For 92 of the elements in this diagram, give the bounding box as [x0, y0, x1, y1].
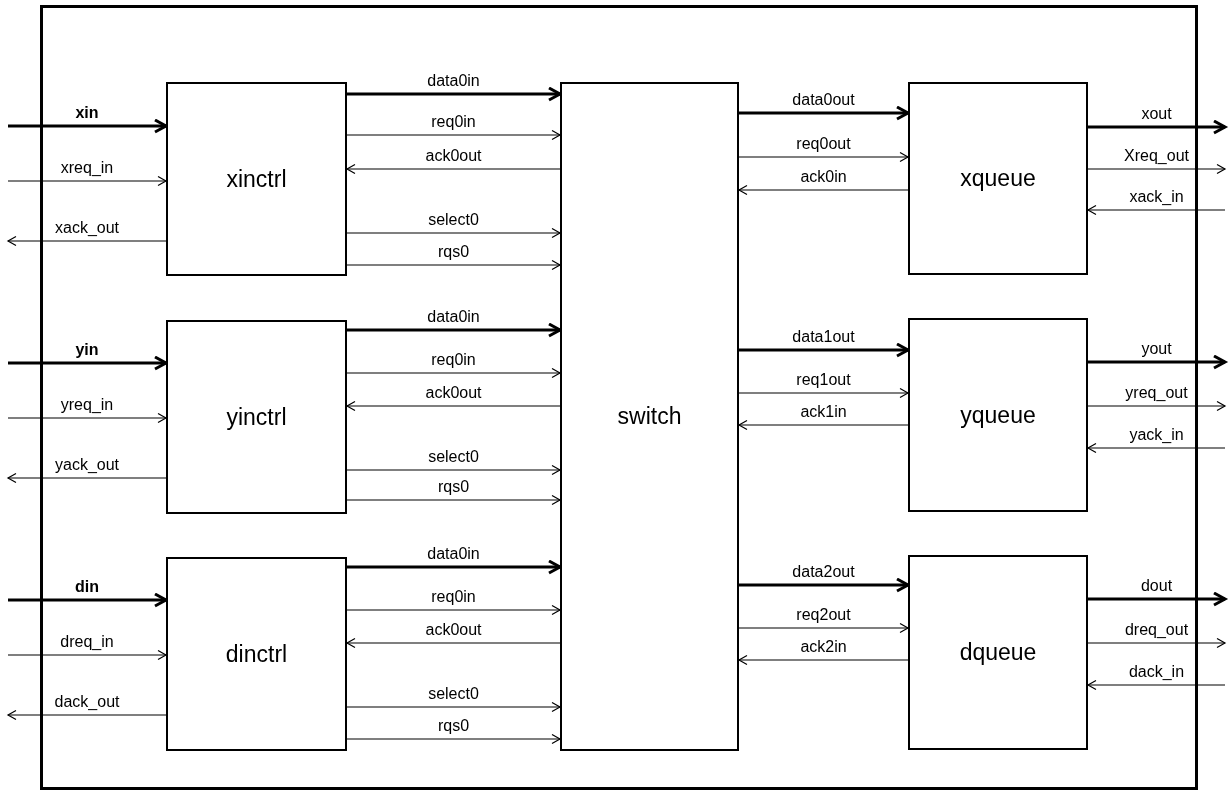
signal-label: select0	[428, 448, 479, 466]
signal-label: dout	[1140, 577, 1173, 595]
signal-arrow	[1087, 163, 1226, 175]
module-block: dinctrl	[166, 557, 347, 751]
signal-arrow	[346, 604, 561, 616]
signal-label: ack1in	[800, 403, 847, 421]
signal-label: data1out	[792, 328, 855, 346]
signal-arrow	[346, 464, 561, 476]
signal-label: ack2in	[800, 638, 847, 656]
bus-arrow	[739, 105, 910, 121]
bus-arrow	[739, 342, 910, 358]
signal-label: yreq_in	[60, 396, 114, 414]
signal-label: xin	[75, 104, 99, 122]
signal-arrow	[1087, 679, 1226, 691]
signal-label: select0	[428, 685, 479, 703]
signal-label: data2out	[792, 563, 855, 581]
module-block: yqueue	[908, 318, 1088, 512]
signal-arrow	[346, 733, 561, 745]
signal-arrow	[346, 494, 561, 506]
signal-arrow	[346, 701, 561, 713]
bus-arrow	[347, 559, 562, 575]
module-block: xqueue	[908, 82, 1088, 275]
module-block: dqueue	[908, 555, 1088, 750]
signal-label: ack0out	[425, 384, 482, 402]
signal-label: ack0out	[425, 147, 482, 165]
signal-label: select0	[428, 211, 479, 229]
bus-arrow	[347, 86, 562, 102]
module-block: xinctrl	[166, 82, 347, 276]
signal-label: Xreq_out	[1124, 147, 1189, 165]
bus-arrow	[1088, 354, 1227, 370]
bus-arrow	[1088, 591, 1227, 607]
signal-arrow	[346, 129, 561, 141]
signal-arrow	[1087, 442, 1226, 454]
signal-arrow	[7, 649, 167, 661]
signal-label: xout	[1141, 105, 1172, 123]
signal-label: yout	[1141, 340, 1172, 358]
signal-arrow	[7, 175, 167, 187]
signal-label: dreq_out	[1124, 621, 1189, 639]
bus-arrow	[739, 577, 910, 593]
signal-arrow	[738, 654, 909, 666]
signal-arrow	[1087, 204, 1226, 216]
signal-label: data0in	[427, 308, 480, 326]
bus-arrow	[8, 592, 168, 608]
signal-arrow	[346, 227, 561, 239]
signal-label: yreq_out	[1125, 384, 1188, 402]
signal-label: data0in	[427, 72, 480, 90]
signal-label: rqs0	[437, 243, 470, 261]
signal-label: req2out	[796, 606, 851, 624]
signal-arrow	[738, 387, 909, 399]
signal-arrow	[738, 184, 909, 196]
signal-arrow	[346, 637, 561, 649]
signal-label: rqs0	[437, 717, 470, 735]
bus-arrow	[8, 118, 168, 134]
signal-label: req0out	[796, 135, 851, 153]
signal-label: xack_out	[55, 219, 119, 237]
signal-label: yack_in	[1129, 426, 1184, 444]
signal-arrow	[346, 400, 561, 412]
module-block: yinctrl	[166, 320, 347, 514]
signal-arrow	[346, 367, 561, 379]
signal-label: dreq_in	[60, 633, 114, 651]
system-boundary	[40, 5, 1198, 790]
module-block: switch	[560, 82, 739, 751]
signal-label: xack_in	[1129, 188, 1184, 206]
signal-arrow	[738, 419, 909, 431]
signal-arrow	[7, 709, 167, 721]
signal-arrow	[1087, 400, 1226, 412]
signal-label: req0in	[431, 113, 476, 131]
signal-label: dack_out	[54, 693, 120, 711]
signal-label: req1out	[796, 371, 851, 389]
signal-label: data0in	[427, 545, 480, 563]
bus-arrow	[1088, 119, 1227, 135]
bus-arrow	[347, 322, 562, 338]
signal-label: dack_in	[1128, 663, 1185, 681]
signal-arrow	[1087, 637, 1226, 649]
signal-label: ack0in	[800, 168, 847, 186]
signal-label: yin	[75, 341, 99, 359]
bus-arrow	[8, 355, 168, 371]
signal-arrow	[7, 412, 167, 424]
signal-arrow	[738, 622, 909, 634]
signal-arrow	[7, 235, 167, 247]
signal-label: ack0out	[425, 621, 482, 639]
signal-label: req0in	[431, 351, 476, 369]
signal-arrow	[738, 151, 909, 163]
signal-arrow	[7, 472, 167, 484]
signal-label: din	[75, 578, 99, 596]
signal-label: rqs0	[437, 478, 470, 496]
signal-arrow	[346, 163, 561, 175]
signal-label: yack_out	[55, 456, 119, 474]
signal-label: data0out	[792, 91, 855, 109]
signal-arrow	[346, 259, 561, 271]
signal-label: xreq_in	[60, 159, 114, 177]
signal-label: req0in	[431, 588, 476, 606]
